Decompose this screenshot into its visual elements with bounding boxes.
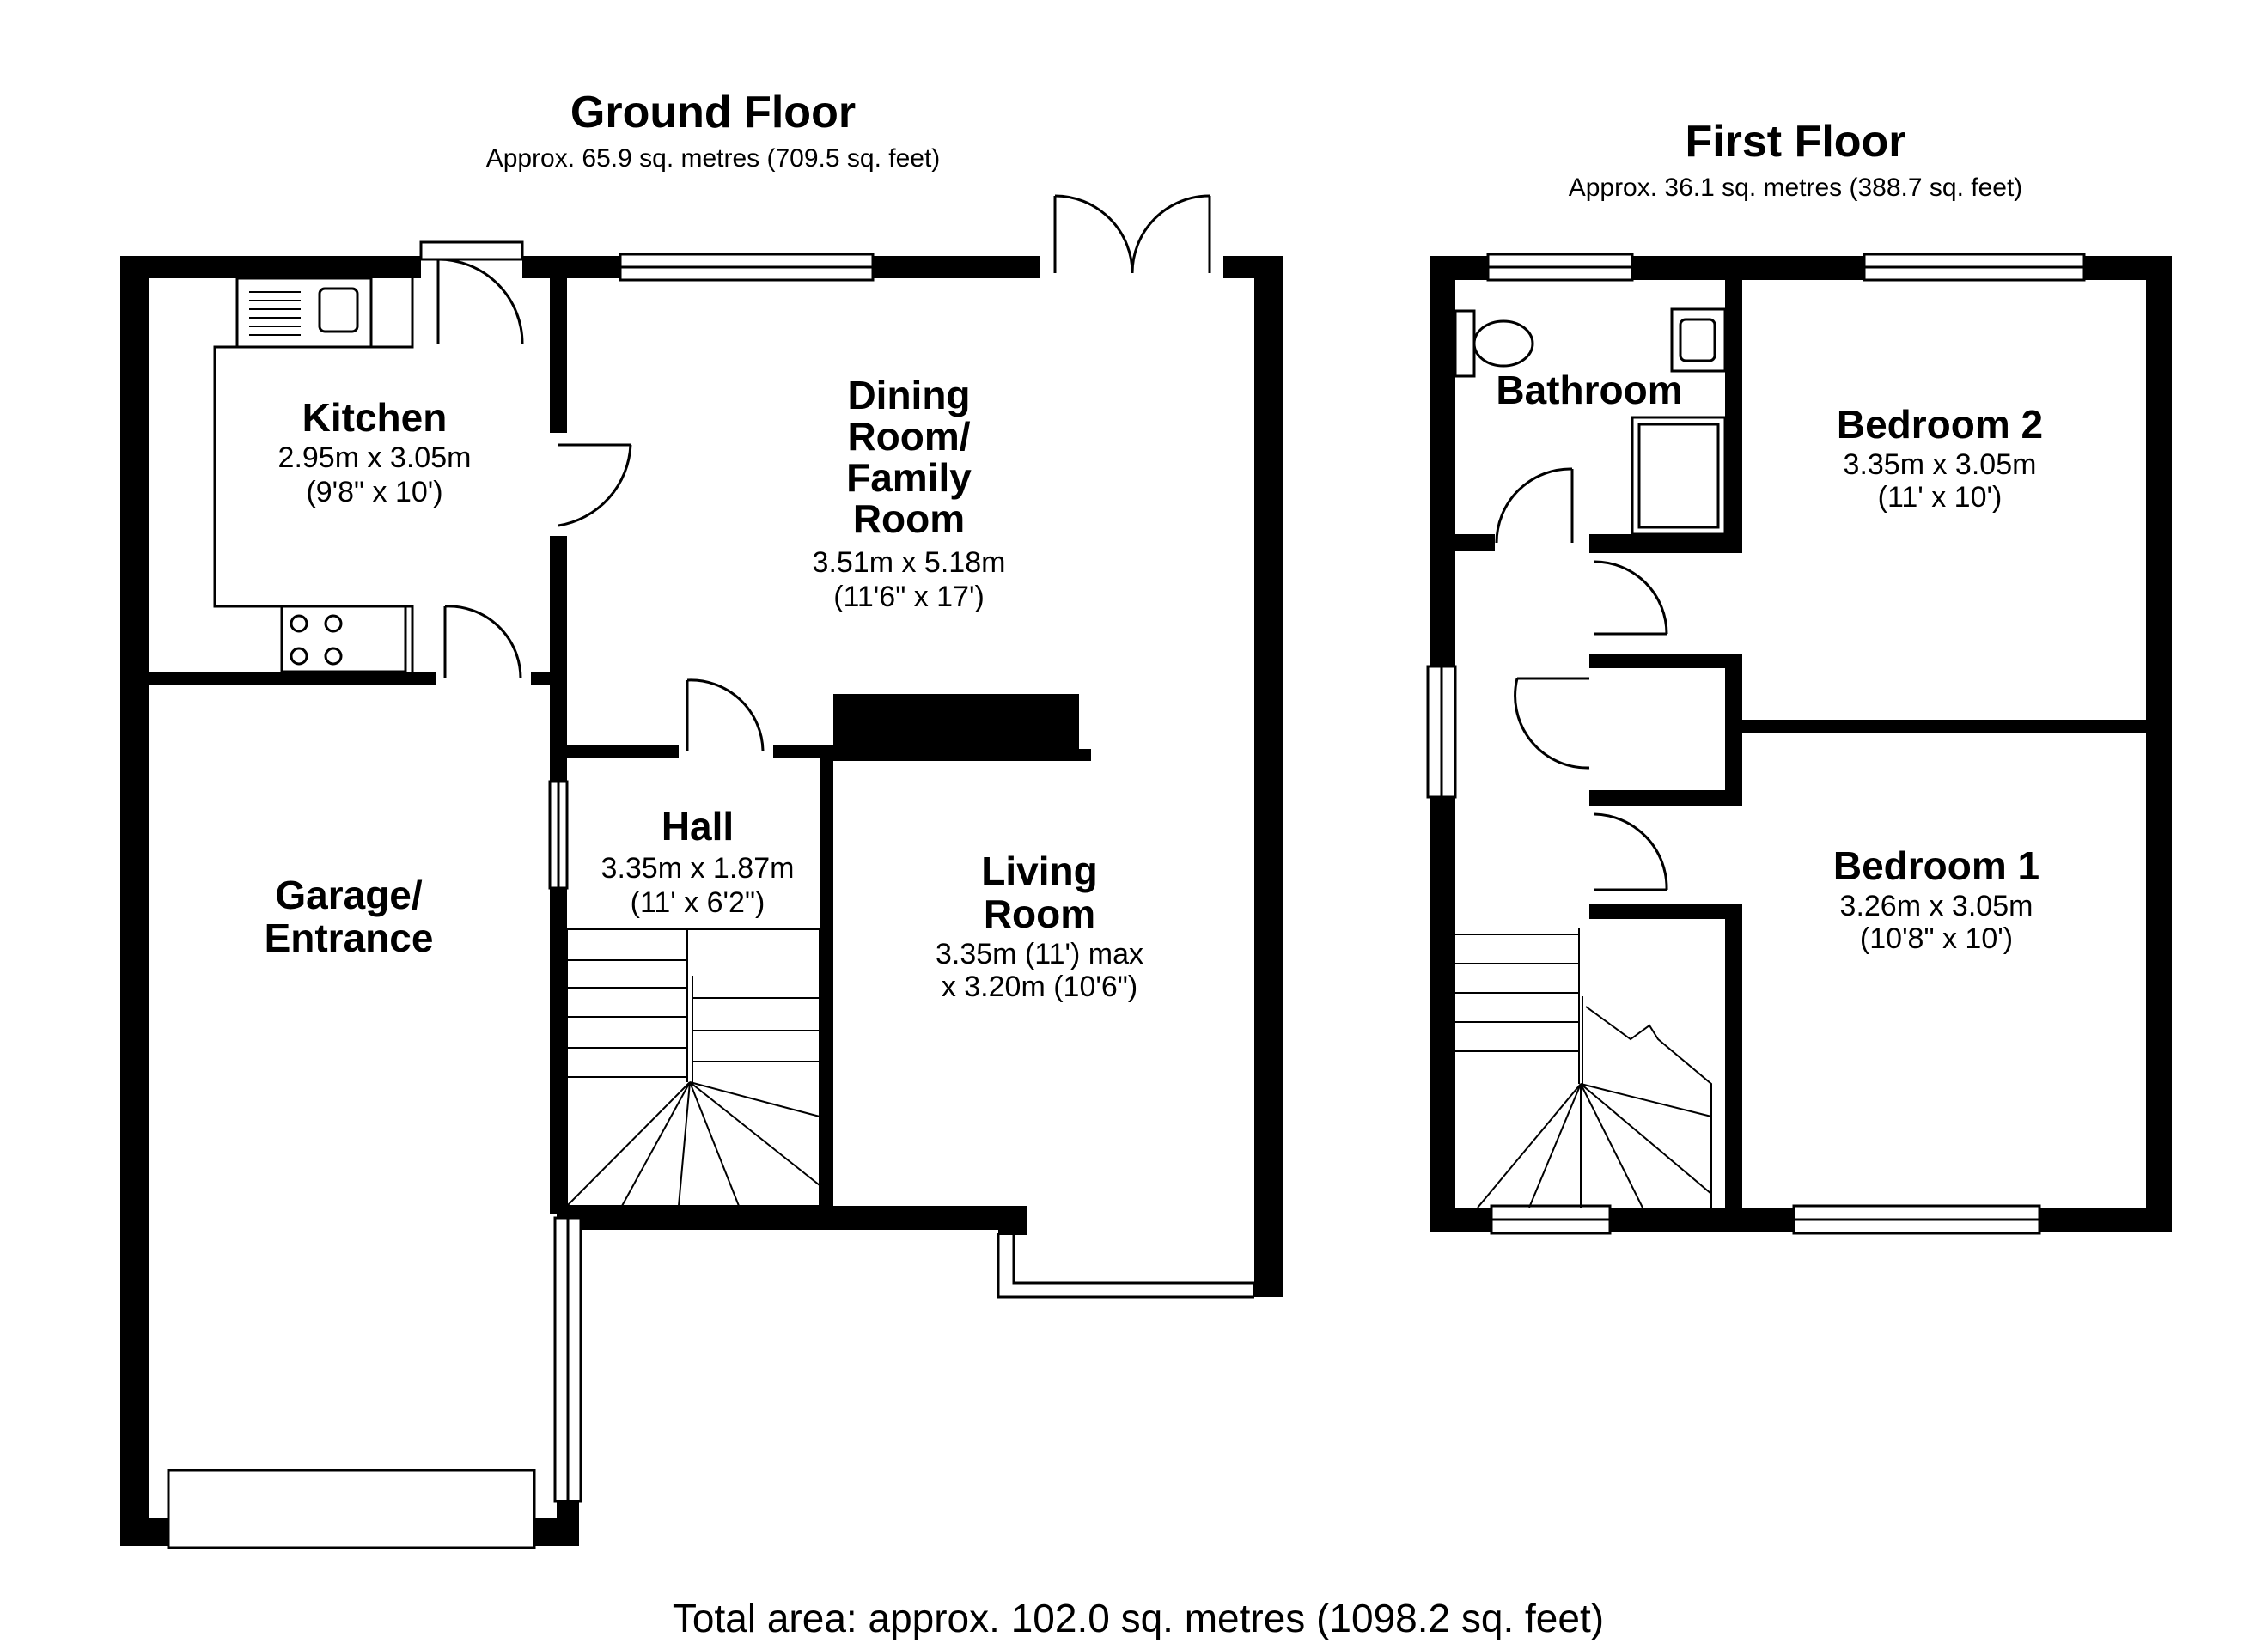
room-name-living-2: Room	[984, 891, 1095, 936]
room-dining: Dining Room/ Family Room 3.51m x 5.18m (…	[813, 373, 1006, 613]
room-name-dining-2: Room/	[847, 414, 970, 459]
room-living: Living Room 3.35m (11') max x 3.20m (10'…	[936, 849, 1143, 1003]
room-imperial-bedroom-2: (11' x 10')	[1878, 481, 2003, 514]
room-name-dining-4: Room	[853, 496, 965, 541]
room-name-kitchen: Kitchen	[302, 395, 448, 440]
room-size-living: 3.35m (11') max	[936, 938, 1143, 971]
room-name-garage-2: Entrance	[265, 916, 434, 960]
first-floor-stairs	[1455, 928, 1712, 1208]
room-name-bathroom: Bathroom	[1496, 368, 1682, 412]
ground-floor-title: Ground Floor	[570, 88, 856, 137]
french-doors	[1053, 194, 1211, 274]
room-size-hall: 3.35m x 1.87m	[601, 852, 795, 885]
ground-floor-plan: Ground Floor Approx. 65.9 sq. metres (70…	[120, 88, 1283, 1549]
first-floor-plan: First Floor Approx. 36.1 sq. metres (388…	[1426, 117, 2172, 1235]
ground-floor-area: Approx. 65.9 sq. metres (709.5 sq. feet)	[486, 144, 941, 173]
room-size-kitchen: 2.95m x 3.05m	[278, 441, 472, 474]
room-name-garage-1: Garage/	[275, 873, 423, 917]
room-garage: Garage/ Entrance	[265, 873, 434, 960]
bathroom-fittings	[1454, 307, 1727, 536]
kitchen-back-door	[419, 240, 524, 344]
room-name-bedroom-2: Bedroom 2	[1837, 402, 2043, 447]
room-imperial-bedroom-1: (10'8" x 10')	[1860, 922, 2013, 955]
first-floor-walls	[1430, 256, 2172, 1232]
kitchen-fittings	[213, 277, 414, 673]
first-floor-title: First Floor	[1685, 117, 1905, 167]
room-name-bedroom-1: Bedroom 1	[1833, 843, 2039, 888]
ground-floor-walls	[120, 256, 1283, 1546]
room-name-hall: Hall	[662, 804, 734, 849]
room-size-bedroom-1: 3.26m x 3.05m	[1840, 890, 2033, 922]
room-size-dining: 3.51m x 5.18m	[813, 546, 1006, 579]
room-name-dining-1: Dining	[847, 373, 970, 417]
room-name-living-1: Living	[981, 849, 1097, 893]
room-size-bedroom-2: 3.35m x 3.05m	[1844, 448, 2037, 481]
first-floor-windows	[1426, 253, 2086, 1235]
kitchen-dining-door	[558, 443, 632, 527]
room-imperial-hall: (11' x 6'2")	[631, 886, 765, 919]
kitchen-garage-door	[443, 605, 522, 679]
first-floor-doors	[1495, 467, 1668, 891]
first-floor-area: Approx. 36.1 sq. metres (388.7 sq. feet)	[1569, 173, 2023, 202]
hall-door	[686, 678, 765, 751]
room-hall: Hall 3.35m x 1.87m (11' x 6'2")	[601, 804, 795, 919]
room-bedroom-2: Bedroom 2 3.35m x 3.05m (11' x 10')	[1837, 402, 2043, 514]
room-bedroom-1: Bedroom 1 3.26m x 3.05m (10'8" x 10')	[1833, 843, 2039, 955]
total-area: Total area: approx. 102.0 sq. metres (10…	[673, 1596, 1604, 1640]
ground-floor-windows	[167, 253, 1256, 1549]
room-imperial-dining: (11'6" x 17')	[833, 581, 985, 613]
room-bathroom: Bathroom	[1496, 368, 1682, 412]
ground-floor-stairs	[566, 928, 820, 1207]
room-kitchen: Kitchen 2.95m x 3.05m (9'8" x 10')	[278, 395, 472, 508]
room-imperial-kitchen: (9'8" x 10')	[306, 476, 442, 508]
room-imperial-living: x 3.20m (10'6")	[942, 971, 1137, 1003]
room-name-dining-3: Family	[846, 455, 972, 500]
